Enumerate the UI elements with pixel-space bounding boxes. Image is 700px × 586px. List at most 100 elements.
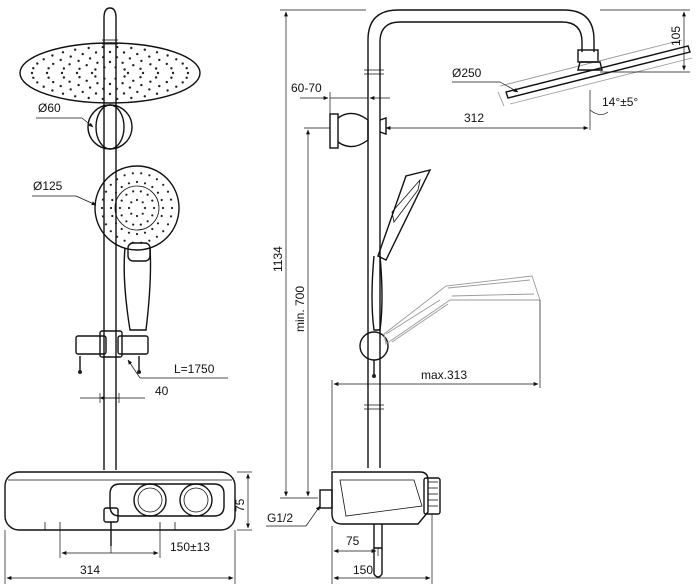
nozzle-dot bbox=[94, 68, 97, 71]
nozzle-dot bbox=[171, 71, 175, 75]
nozzle-dot bbox=[45, 71, 49, 75]
nozzle-dot bbox=[75, 71, 79, 75]
nozzle-dot bbox=[47, 67, 50, 70]
nozzle-dot bbox=[101, 45, 105, 49]
min-height-label: min. 700 bbox=[293, 286, 307, 332]
nozzle-dot bbox=[127, 182, 131, 185]
nozzle-dot bbox=[118, 206, 122, 210]
nozzle-dot bbox=[104, 223, 108, 226]
nozzle-dot bbox=[60, 71, 64, 75]
nozzle-dot bbox=[130, 46, 133, 50]
nozzle-dot bbox=[139, 67, 142, 71]
nozzle-dot bbox=[140, 172, 143, 175]
nozzle-dot bbox=[108, 50, 112, 54]
nozzle-dot bbox=[132, 79, 135, 83]
nozzle-dot bbox=[78, 67, 81, 71]
nozzle-dot bbox=[101, 198, 105, 201]
nozzle-dot bbox=[165, 80, 168, 84]
nozzle-dot bbox=[156, 222, 160, 225]
nozzle-dot bbox=[130, 96, 133, 100]
front-view: Ø60 Ø125 L=1750 40 75 150±13 314 bbox=[4, 7, 252, 584]
nozzle-dot bbox=[143, 231, 147, 234]
nozzle-dot bbox=[101, 97, 105, 101]
nozzle-dot bbox=[115, 56, 119, 59]
nozzle-dot bbox=[96, 61, 99, 64]
side-hand-shower-tilted bbox=[383, 275, 541, 345]
side-overhead-head bbox=[497, 39, 693, 107]
nozzle-dot bbox=[115, 87, 119, 91]
nozzle-dot bbox=[109, 206, 113, 210]
reach-label: 312 bbox=[464, 111, 484, 125]
nozzle-dot bbox=[74, 48, 77, 51]
nozzle-dot bbox=[109, 230, 112, 233]
nozzle-dot bbox=[160, 214, 163, 218]
nozzle-dot bbox=[148, 55, 151, 58]
nozzle-dot bbox=[151, 185, 154, 189]
nozzle-dot bbox=[111, 198, 114, 202]
nozzle-dot bbox=[152, 206, 156, 210]
nozzle-dot bbox=[74, 95, 77, 98]
nozzle-dot bbox=[169, 198, 173, 201]
nozzle-dot bbox=[120, 227, 123, 231]
overhead-shower-head bbox=[19, 42, 201, 104]
nozzle-dot bbox=[114, 222, 118, 225]
nozzle-dot bbox=[81, 52, 84, 56]
head-height-label: 105 bbox=[669, 26, 683, 46]
nozzle-dot bbox=[94, 92, 98, 95]
nozzle-dot bbox=[161, 206, 165, 210]
nozzle-dot bbox=[132, 63, 135, 67]
nozzle-dot bbox=[116, 97, 119, 101]
nozzle-dot bbox=[166, 89, 169, 92]
hose-length-label: L=1750 bbox=[174, 362, 215, 376]
nozzle-dot bbox=[136, 52, 139, 56]
side-wall-bracket bbox=[329, 112, 387, 149]
nozzle-dot bbox=[121, 82, 124, 85]
nozzle-dot bbox=[170, 206, 174, 210]
nozzle-dot bbox=[166, 54, 169, 57]
nozzle-dot bbox=[120, 185, 123, 189]
nozzle-dot bbox=[101, 215, 105, 218]
nozzle-dot bbox=[125, 220, 128, 223]
nozzle-dot bbox=[135, 232, 139, 236]
nozzle-dot bbox=[169, 215, 173, 218]
nozzle-dot bbox=[154, 76, 158, 79]
nozzle-dot bbox=[135, 214, 139, 218]
nozzle-dot bbox=[139, 190, 142, 193]
hand-shower-diameter-label: Ø125 bbox=[33, 179, 63, 193]
riser-pipe bbox=[103, 7, 117, 470]
nozzle-dot bbox=[166, 223, 170, 226]
nozzle-dot bbox=[175, 85, 178, 88]
nozzle-dot bbox=[94, 75, 97, 78]
nozzle-dot bbox=[148, 174, 151, 177]
nozzle-dot bbox=[116, 178, 119, 181]
nozzle-dot bbox=[87, 46, 90, 50]
nozzle-dot bbox=[166, 190, 170, 193]
nozzle-dot bbox=[154, 67, 158, 70]
nozzle-dot bbox=[170, 76, 173, 79]
nozzle-dot bbox=[114, 66, 117, 69]
nozzle-dot bbox=[123, 75, 126, 78]
nozzle-dot bbox=[102, 56, 105, 59]
connection-label: G1/2 bbox=[267, 511, 293, 525]
nozzle-dot bbox=[30, 71, 34, 75]
head-diameter-label: Ø250 bbox=[452, 66, 482, 80]
nozzle-dot bbox=[88, 86, 92, 89]
nozzle-dot bbox=[69, 88, 72, 91]
nozzle-dot bbox=[185, 67, 188, 70]
nozzle-dot bbox=[36, 62, 39, 65]
nozzle-dot bbox=[114, 77, 117, 80]
nozzle-dot bbox=[36, 81, 39, 84]
nozzle-dot bbox=[140, 59, 143, 63]
nozzle-dot bbox=[146, 220, 149, 223]
nozzle-dot bbox=[116, 235, 119, 238]
nozzle-dot bbox=[90, 71, 94, 75]
centers-label: 150±13 bbox=[170, 540, 210, 554]
nozzle-dot bbox=[146, 193, 149, 196]
nozzle-dot bbox=[127, 231, 131, 234]
total-height-label: 1134 bbox=[271, 246, 285, 272]
nozzle-dot bbox=[148, 239, 151, 242]
nozzle-dot bbox=[52, 62, 55, 66]
nozzle-dot bbox=[175, 58, 178, 61]
nozzle-dot bbox=[87, 96, 90, 100]
depth-75-label: 75 bbox=[346, 534, 360, 548]
